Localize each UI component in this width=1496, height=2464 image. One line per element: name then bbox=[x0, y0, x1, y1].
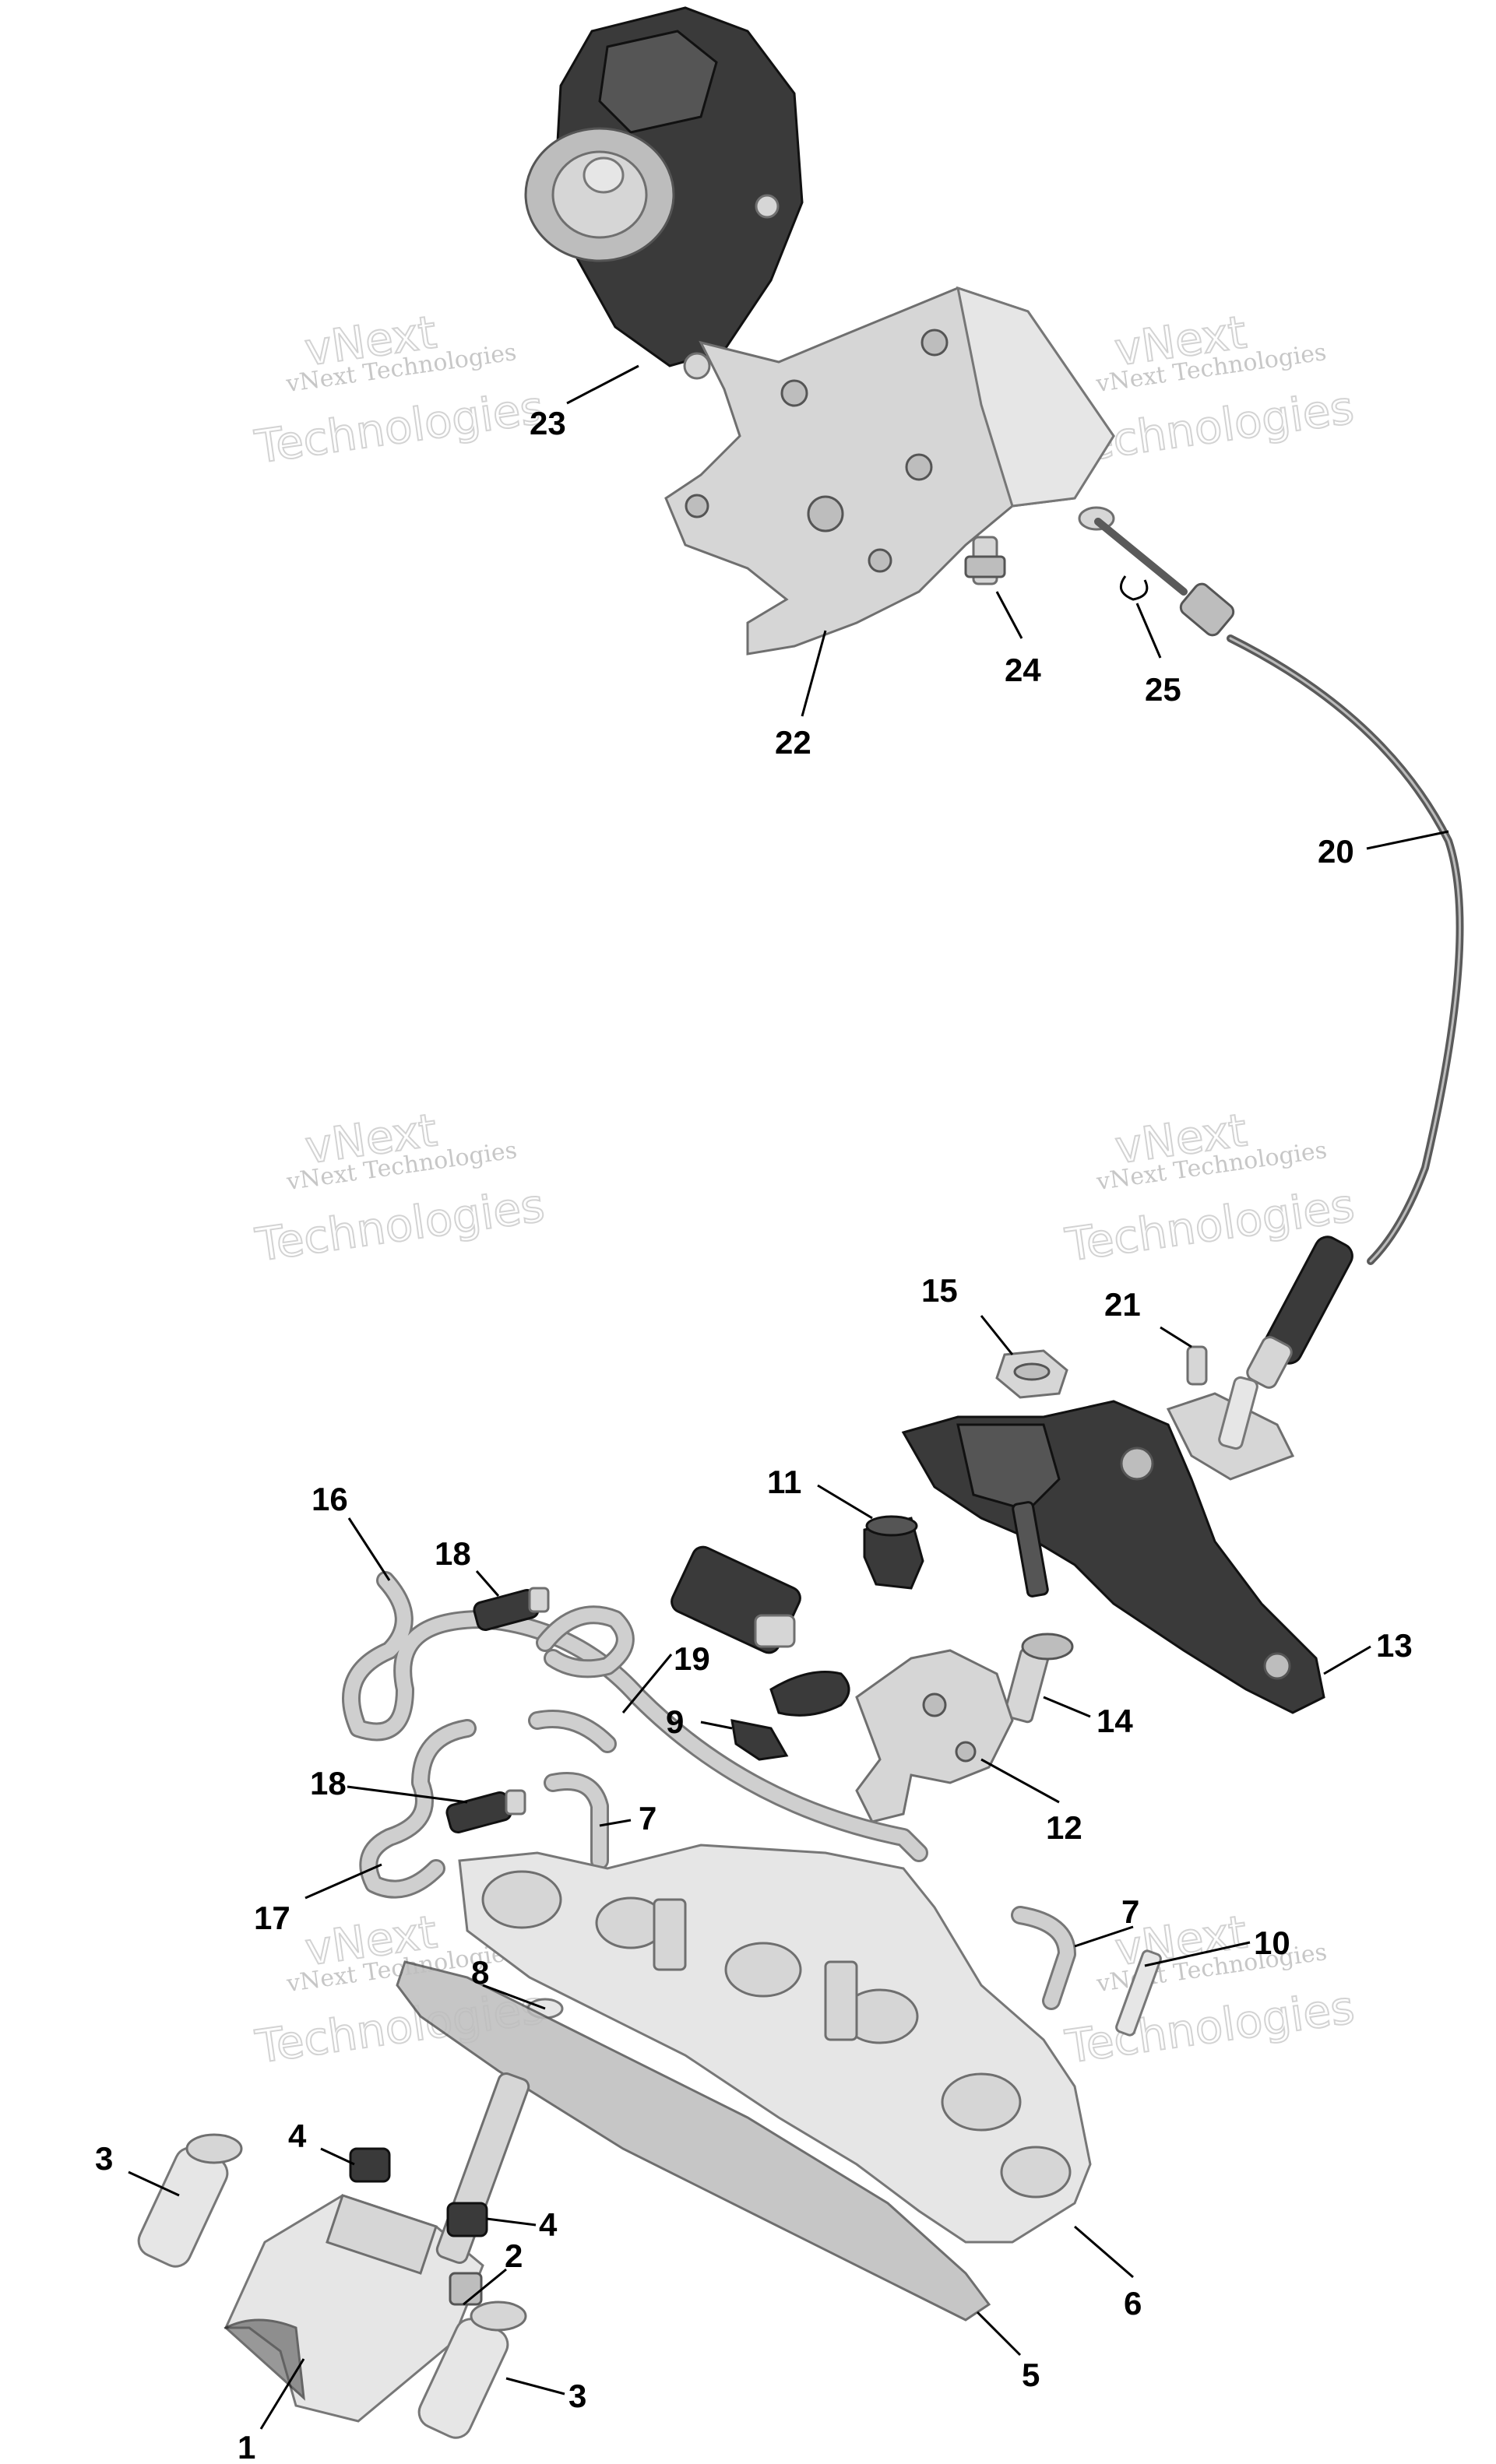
callout-16: 16 bbox=[312, 1481, 348, 1517]
part-22-bracket bbox=[664, 286, 1115, 656]
part-1-valve-block bbox=[224, 2194, 484, 2423]
part-18-valve-lower bbox=[445, 1789, 526, 1833]
sensor-connector bbox=[671, 1545, 850, 1717]
part-13-lever-housing bbox=[901, 1400, 1325, 1714]
part-10-screw bbox=[1115, 1949, 1162, 2037]
callout-14: 14 bbox=[1096, 1703, 1133, 1739]
callout-13: 13 bbox=[1376, 1627, 1413, 1664]
callout-19: 19 bbox=[674, 1640, 710, 1677]
callout-1: 1 bbox=[238, 2429, 255, 2464]
part-14-bolt bbox=[1003, 1633, 1074, 1724]
callout-24: 24 bbox=[1005, 652, 1041, 688]
callout-23: 23 bbox=[530, 405, 566, 441]
part-5-gasket bbox=[396, 1960, 991, 2322]
callout-17: 17 bbox=[254, 1900, 290, 1936]
callout-6: 6 bbox=[1124, 2285, 1142, 2322]
part-15-nut bbox=[995, 1349, 1068, 1399]
part-24-bolt bbox=[964, 536, 1006, 585]
callout-7-upper: 7 bbox=[639, 1800, 656, 1837]
callout-2: 2 bbox=[505, 2237, 523, 2274]
part-3-sleeve-right bbox=[417, 2301, 527, 2439]
callout-4-upper: 4 bbox=[288, 2118, 307, 2154]
callout-3-right: 3 bbox=[568, 2378, 586, 2414]
part-16-hose bbox=[342, 1571, 928, 1862]
part-11-knob bbox=[863, 1515, 924, 1590]
watermark-mid-right: vNext vNext Technologies Technologies bbox=[1061, 1102, 1358, 1272]
watermark-top-left: vNext vNext Technologies Technologies bbox=[251, 304, 547, 474]
callout-9: 9 bbox=[666, 1703, 684, 1740]
callout-18-lower: 18 bbox=[310, 1765, 347, 1801]
watermark-low-right: vNext vNext Technologies Technologies bbox=[1061, 1904, 1358, 2074]
part-7-elbow-upper bbox=[544, 1772, 609, 1870]
part-19-hose bbox=[528, 1605, 635, 1753]
callout-10: 10 bbox=[1254, 1924, 1290, 1961]
callout-15: 15 bbox=[921, 1272, 958, 1309]
callout-7-lower: 7 bbox=[1121, 1893, 1139, 1930]
callout-5: 5 bbox=[1022, 2357, 1040, 2393]
part-21-screw bbox=[1166, 1345, 1295, 1481]
callout-labels: 23 22 24 25 20 15 21 11 13 14 12 9 16 18… bbox=[95, 405, 1413, 2464]
part-23-actuator-motor bbox=[524, 6, 804, 380]
part-12-bracket bbox=[855, 1649, 1014, 1823]
callout-18-upper: 18 bbox=[435, 1535, 471, 1572]
callout-20: 20 bbox=[1318, 833, 1354, 870]
part-3-sleeve-left bbox=[137, 2133, 243, 2268]
part-25-clip bbox=[1119, 575, 1149, 601]
part-7-elbow-lower bbox=[1011, 1906, 1076, 2010]
callout-11: 11 bbox=[767, 1464, 801, 1500]
callout-22: 22 bbox=[775, 724, 811, 761]
part-4-spring-lower bbox=[446, 2202, 488, 2237]
callout-25: 25 bbox=[1145, 671, 1181, 708]
leader-lines bbox=[128, 364, 1449, 2430]
part-17-hose bbox=[359, 1719, 477, 1899]
part-9-spacer bbox=[730, 1719, 789, 1761]
callout-12: 12 bbox=[1046, 1809, 1082, 1846]
part-18-valve-upper bbox=[473, 1587, 550, 1631]
watermark-mid-left: vNext vNext Technologies Technologies bbox=[252, 1102, 548, 1272]
callout-21: 21 bbox=[1104, 1286, 1141, 1323]
part-20-cable bbox=[1078, 506, 1464, 1389]
callout-3-left: 3 bbox=[95, 2140, 113, 2177]
part-4-spring-upper bbox=[349, 2147, 391, 2183]
callout-4-lower: 4 bbox=[539, 2206, 558, 2243]
part-6-manifold bbox=[458, 1844, 1092, 2244]
callout-8: 8 bbox=[471, 1954, 489, 1991]
